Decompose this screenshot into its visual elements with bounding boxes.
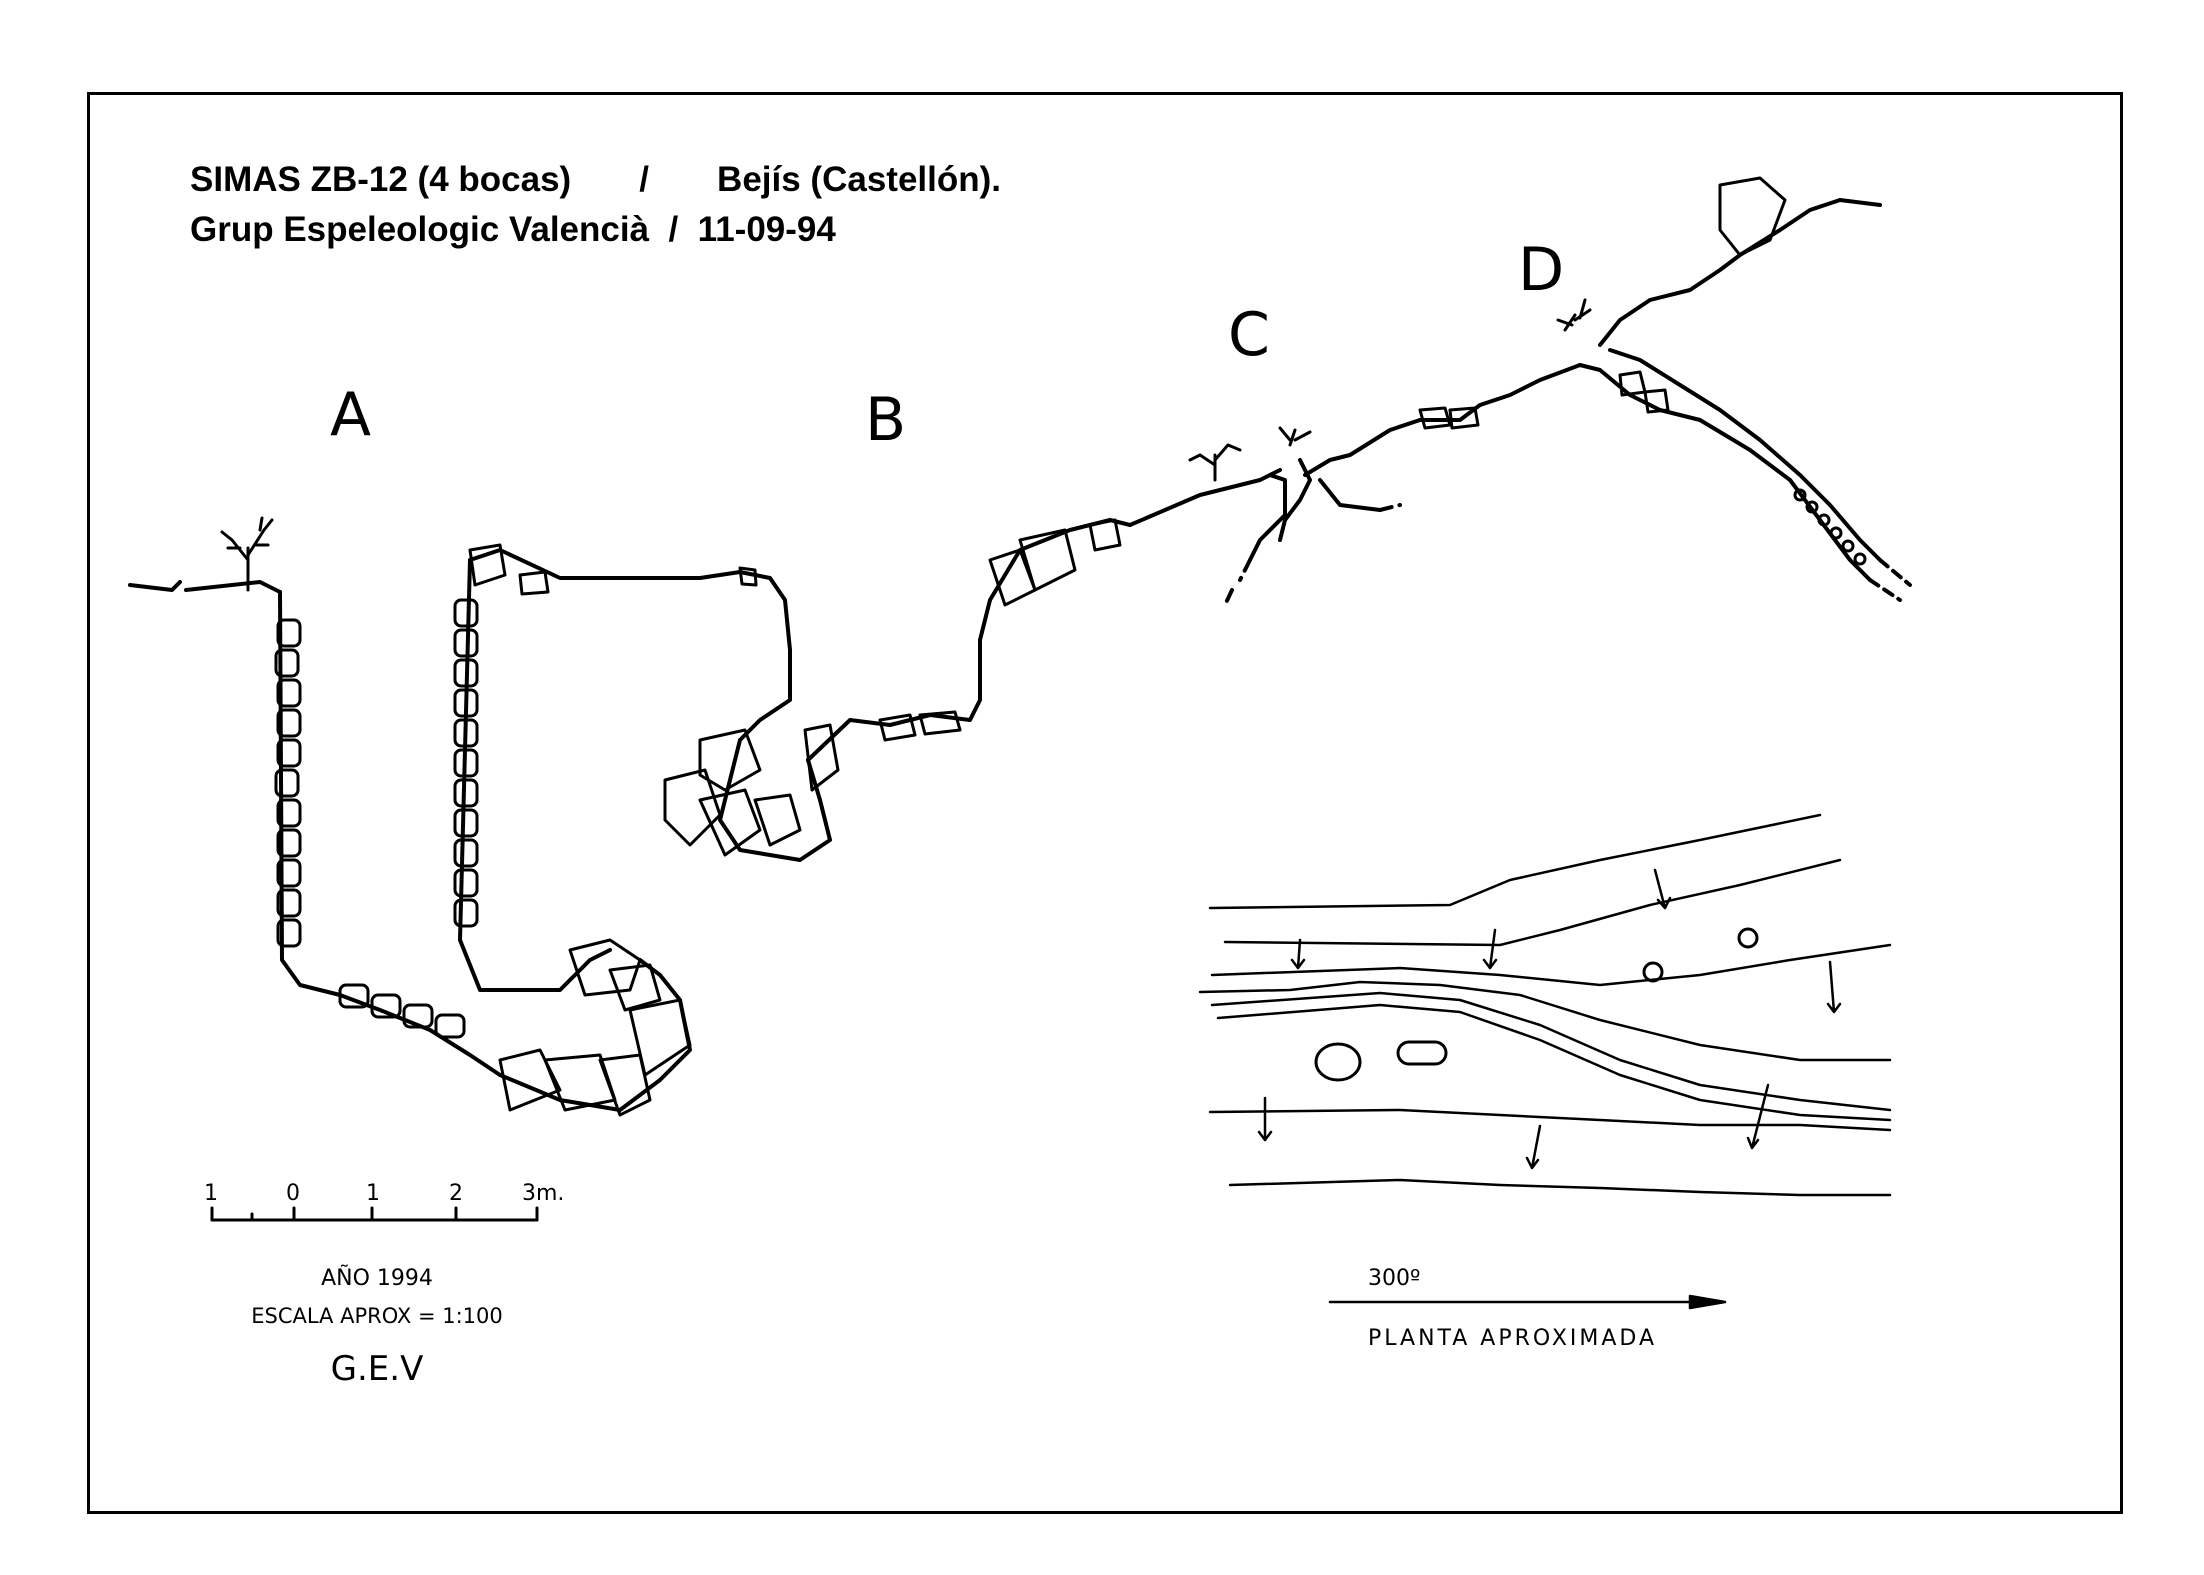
scale-tick-label: 1: [366, 1181, 380, 1206]
scale-tick-label: 0: [286, 1181, 300, 1206]
entrance-label-b: B: [865, 385, 906, 455]
survey-year: AÑO 1994: [321, 1264, 433, 1291]
scale-tick-label: 1: [204, 1181, 218, 1206]
entrance-label-c: C: [1228, 300, 1270, 370]
scale-bar: [210, 1206, 539, 1222]
survey-scale: ESCALA APROX = 1:100: [251, 1304, 503, 1328]
entrance-label-a: A: [330, 380, 371, 450]
section-c-profile: [1128, 418, 1422, 607]
scale-tick-label: 3m.: [522, 1181, 564, 1206]
map-frame: [87, 92, 2123, 1514]
survey-group: G.E.V: [331, 1349, 424, 1389]
entrance-label-d: D: [1518, 235, 1564, 305]
plan-view: [1198, 813, 1892, 1310]
section-b-profile: [663, 518, 1132, 862]
survey-subtitle: Grup Espeleologic Valencià / 11-09-94: [190, 210, 836, 249]
plan-label: PLANTA APROXIMADA: [1368, 1326, 1657, 1351]
scale-tick-label: 2: [449, 1181, 463, 1206]
section-d-profile: [1418, 176, 1912, 602]
section-a-profile: [128, 516, 792, 1117]
plan-bearing: 300º: [1368, 1266, 1420, 1291]
survey-title: SIMAS ZB-12 (4 bocas) / Bejís (Castellón…: [190, 160, 1001, 199]
